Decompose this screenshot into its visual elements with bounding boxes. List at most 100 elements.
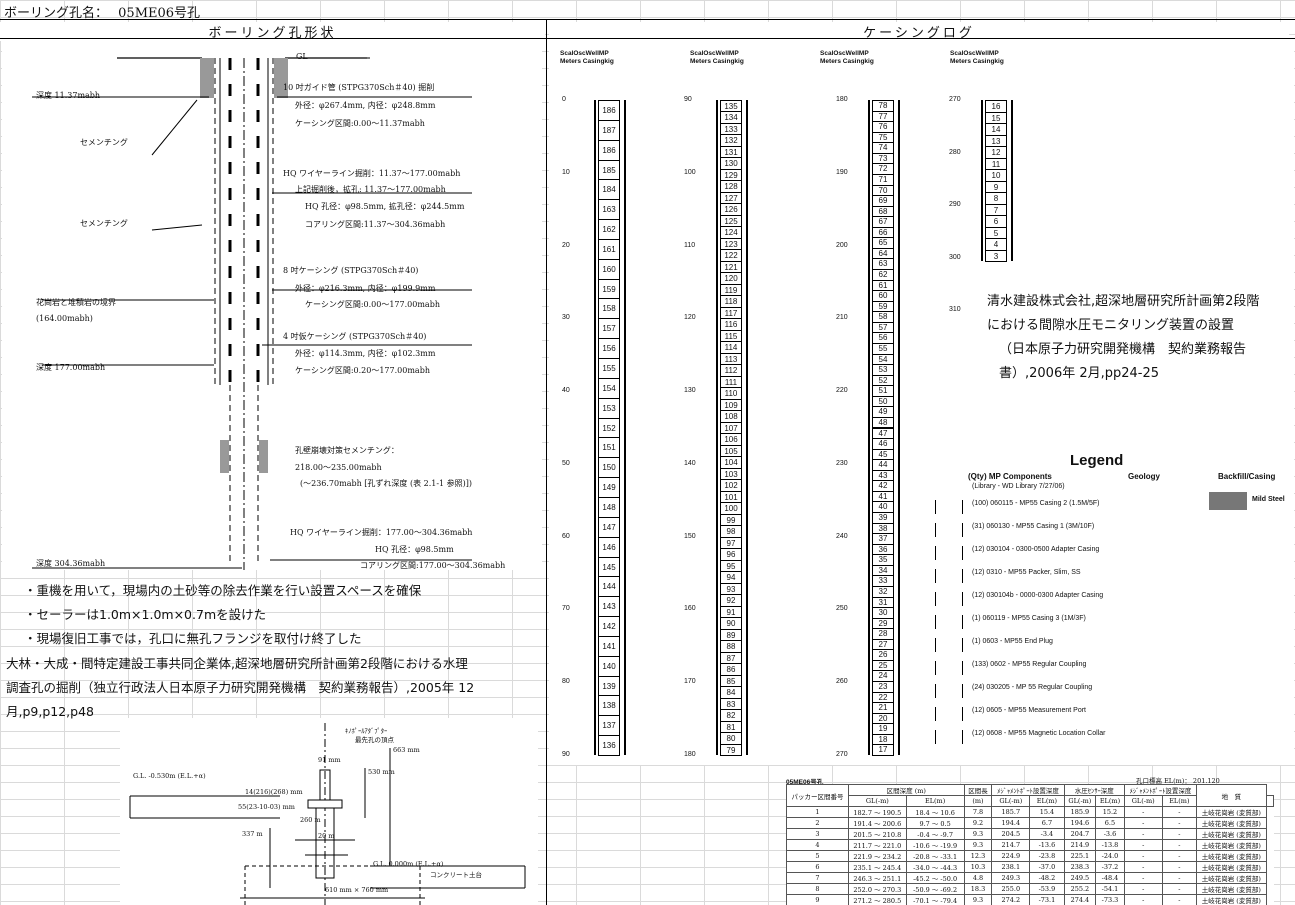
drawing-top-label-2: 最先孔の頂点 (355, 736, 394, 744)
dim-91: 91 mm (318, 756, 341, 764)
casing-segment: 3 (985, 249, 1007, 262)
table-cell: 15.4 (1029, 806, 1065, 818)
gl-label: GL (296, 52, 308, 61)
depth-tick: 90 (562, 751, 570, 758)
table-cell: 3 (786, 828, 849, 840)
dim-20: 20 m (318, 832, 335, 840)
table-cell: 9.3 (963, 839, 993, 851)
log-header-1a: ScalOscWellMP (560, 50, 609, 57)
table-cell: 214.7 (991, 839, 1031, 851)
casing-segment: 101 (720, 490, 742, 504)
log-header-1b: Meters Casingkig (560, 58, 614, 65)
depth-tick: 0 (562, 96, 566, 103)
depth-label-3: 深度 304.36mabh (36, 559, 106, 568)
borehole-svg (32, 57, 472, 625)
log-header-col-4: ScalOscWellMP Meters Casingkig (950, 50, 1004, 66)
legend-col-library: (Library - WD Library 7/27/06) (972, 483, 1065, 490)
table-cell: -34.0 ～ -44.3 (905, 861, 965, 873)
table-cell: 1 (786, 806, 849, 818)
depth-tick: 270 (949, 96, 961, 103)
table-cell: -24.0 (1095, 850, 1125, 862)
casing-segment: 10 (985, 169, 1007, 182)
casing-segment: 141 (598, 635, 620, 657)
spec-5: 上記掘削後，拡孔: 11.37～177.00mabh (295, 185, 446, 194)
table-cell: -23.8 (1029, 850, 1065, 862)
casing-segment: 90 (720, 617, 742, 630)
section-title-boring-shape: ボーリング孔形状 (0, 22, 545, 41)
legend-item: (12) 030104 - 0300-0500 Adapter Casing (972, 546, 1100, 553)
casing-segment: 161 (598, 238, 620, 260)
depth-tick: 30 (562, 314, 570, 322)
legend-item: (24) 030205 - MP 55 Regular Coupling (972, 684, 1093, 691)
legend-item: (12) 030104b - 0000-0300 Adapter Casing (972, 592, 1104, 599)
table-cell: 235.1 ～ 245.4 (848, 861, 907, 873)
log-header-3a: ScalOscWellMP (820, 50, 869, 57)
log-header-3b: Meters Casingkig (820, 58, 874, 65)
packer-table: パッカー区間番号区間深度 (m)区間長ﾒｼﾞｬﾒﾝﾄﾎﾟｰﾄ設置深度水圧ｾﾝｻｰ… (786, 784, 1275, 905)
casing-segment: 80 (720, 732, 742, 745)
table-cell: 10.3 (963, 861, 993, 873)
table-cell: 249.5 (1063, 872, 1097, 884)
depth-tick: 230 (836, 459, 848, 467)
spec-15: 218.00～235.00mabh (295, 463, 382, 472)
th-sub: GL(-m) (1123, 795, 1163, 807)
wellhead-svg (129, 723, 526, 905)
casing-wall (594, 100, 626, 755)
citation-left-3: 月,p9,p12,p48 (6, 704, 94, 719)
depth-tick: 110 (684, 241, 696, 249)
dim-337: 337 m (242, 830, 263, 838)
log-header-col-2: ScalOscWellMP Meters Casingkig (690, 50, 744, 66)
citation-right-4: 書）,2006年 2月,pp24-25 (999, 366, 1160, 381)
table-cell: 211.7 ～ 221.0 (848, 839, 907, 851)
note-1: ・重機を用いて，現場内の土砂等の除去作業を行い設置スペースを確保 (24, 583, 422, 598)
depth-label-2: 深度 177.00mabh (36, 363, 106, 372)
table-cell: 土岐花崗岩 (変質部) (1196, 817, 1267, 829)
spec-4: HQ ワイヤーライン掘削：11.37～177.00mabh (283, 169, 461, 178)
mild-steel-label: Mild Steel (1252, 496, 1285, 503)
th-sub: EL(m) (1161, 795, 1198, 807)
concrete-base-label: コンクリート土台 (430, 871, 482, 879)
legend-symbol (935, 615, 963, 629)
log-header-col-1: ScalOscWellMP Meters Casingkig (560, 50, 614, 66)
table-cell: 12.3 (963, 850, 993, 862)
th-packer: パッカー区間番号 (786, 784, 849, 807)
table-cell: 214.9 (1063, 839, 1097, 851)
casing-segment: 116 (720, 318, 742, 331)
table-cell: -50.9 ～ -69.2 (905, 883, 965, 895)
casing-wall (868, 100, 900, 755)
spec-7: コアリング区間:11.37～304.36mabh (305, 220, 446, 229)
table-cell: 238.1 (991, 861, 1031, 873)
dim-260: 260 m (300, 816, 321, 824)
table-cell: -53.9 (1029, 883, 1065, 895)
table-cell: 204.7 (1063, 828, 1097, 840)
table-cell: 204.5 (991, 828, 1031, 840)
table-cell: 6.7 (1029, 817, 1065, 829)
table-cell: -13.8 (1095, 839, 1125, 851)
table-cell: 9.7 ～ 0.5 (905, 817, 965, 829)
table-cell: -37.0 (1029, 861, 1065, 873)
table-elevation: 孔口標高 EL(m)： 201.120 (1136, 777, 1220, 785)
depth-tick: 220 (836, 387, 848, 395)
depth-tick: 200 (836, 241, 848, 249)
table-cell: - (1123, 872, 1163, 884)
table-cell: 4.8 (963, 872, 993, 884)
depth-tick: 280 (949, 148, 961, 156)
th-sub: (m) (963, 795, 993, 807)
spec-12: 外径：φ114.3mm, 内径：φ102.3mm (295, 349, 436, 358)
note-3: ・現場復旧工事では，孔口に無孔フランジを取付け終了した (24, 631, 362, 646)
spec-10: ケーシング区間:0.00～177.00mabh (305, 300, 440, 309)
th-geology: 地 質 (1196, 784, 1267, 807)
section-title-casing-log: ケーシングログ (549, 22, 1289, 41)
casing-segment: 79 (720, 743, 742, 756)
citation-right-1: 清水建設株式会社,超深地層研究所計画第2段階 (987, 294, 1260, 309)
table-cell: -73.3 (1095, 894, 1125, 905)
spec-1: 10 吋ガイド管 (STPG370Sch＃40) 掘削 (283, 83, 435, 92)
citation-left-1: 大林・大成・間特定建設工事共同企業体,超深地層研究所計画第2段階における水理 (6, 656, 468, 671)
note-2: ・セーラーは1.0m×1.0m×0.7mを設けた (24, 607, 267, 622)
casing-segment: 83 (720, 697, 742, 711)
table-cell: 6 (786, 861, 849, 873)
legend-item: (12) 0310 - MP55 Packer, Slim, SS (972, 569, 1081, 576)
